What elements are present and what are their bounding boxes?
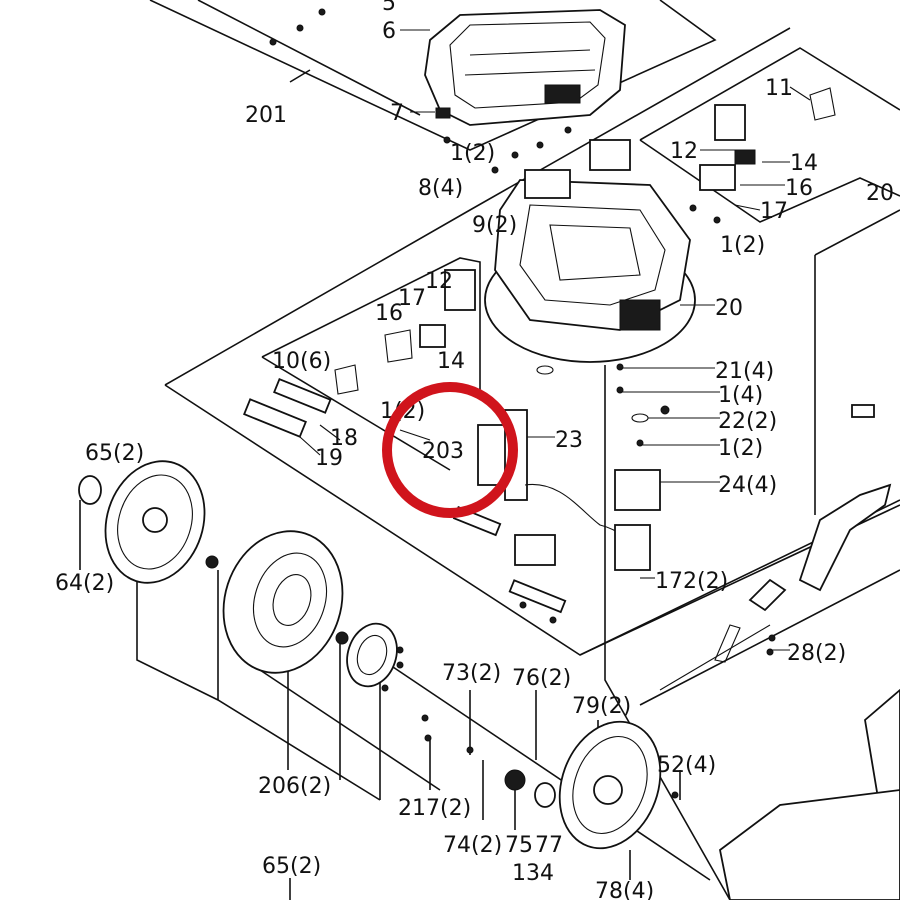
callout-10-6: 10(6): [272, 349, 331, 374]
leader-lines: [299, 29, 811, 651]
callout-23: 23: [555, 428, 583, 453]
screws: [269, 8, 776, 799]
callout-21-4: 21(4): [715, 359, 774, 384]
callout-74-2: 74(2): [443, 833, 502, 858]
callout-201: 201: [245, 103, 287, 128]
callout-20: 20: [715, 296, 743, 321]
callout-217-2: 217(2): [398, 796, 471, 821]
callout-20x: 20: [866, 181, 894, 206]
callout-76-2: 76(2): [512, 666, 571, 691]
callout-28-2: 28(2): [787, 641, 846, 666]
callout-24-4: 24(4): [718, 473, 777, 498]
main-deck-housing-part: [484, 139, 696, 363]
callout-75: 75: [505, 833, 533, 858]
callout-18: 18: [330, 426, 358, 451]
callout-79-2: 79(2): [572, 694, 631, 719]
callout-7: 7: [390, 101, 404, 126]
callout-12-a: 12: [670, 139, 698, 164]
callout-134: 134: [512, 861, 554, 886]
tire-part: [222, 530, 344, 674]
callout-64-2: 64(2): [55, 571, 114, 596]
hub-ring-part: [335, 622, 398, 688]
callout-17-b: 17: [398, 286, 426, 311]
handle-parts: [659, 404, 900, 900]
callout-65-2-a: 65(2): [85, 441, 144, 466]
callout-52-4: 52(4): [657, 753, 716, 778]
callout-77: 77: [535, 833, 563, 858]
callout-78-4: 78(4): [595, 879, 654, 900]
callout-9-2: 9(2): [472, 213, 517, 238]
gear-parts: [504, 769, 556, 808]
switch-parts: [243, 269, 476, 438]
callout-22-2: 22(2): [718, 409, 777, 434]
callout-206-2: 206(2): [258, 774, 331, 799]
callout-17-a: 17: [760, 199, 788, 224]
callout-14-b: 14: [437, 349, 465, 374]
callout-1-2-d: 1(2): [718, 436, 763, 461]
callout-16-b: 16: [375, 301, 403, 326]
callout-11: 11: [765, 76, 793, 101]
callout-19: 19: [315, 446, 343, 471]
callout-14-a: 14: [790, 151, 818, 176]
callout-16-a: 16: [785, 176, 813, 201]
top-housing-part: [424, 9, 626, 126]
callout-172-2: 172(2): [655, 569, 728, 594]
callout-1-2-a: 1(2): [450, 141, 495, 166]
callout-6: 6: [382, 19, 396, 44]
latch-parts: [699, 87, 836, 191]
callout-73-2: 73(2): [442, 661, 501, 686]
callout-1-4: 1(4): [718, 383, 763, 408]
callout-1-2-b: 1(2): [720, 233, 765, 258]
callout-8-4: 8(4): [418, 176, 463, 201]
callout-65-2-b: 65(2): [262, 854, 321, 879]
callout-12-b: 12: [425, 269, 453, 294]
highlight-circle: [382, 382, 518, 518]
right-wheel-cover-part: [558, 720, 662, 850]
left-wheel-cover-part: [78, 460, 219, 584]
parts: [78, 8, 900, 900]
callout-5: 5: [382, 0, 396, 16]
callout-203: 203: [422, 439, 464, 464]
callout-labels: 5 6 201 7 1(2) 8(4) 11 12 14 16 17 20 9(…: [55, 0, 894, 900]
